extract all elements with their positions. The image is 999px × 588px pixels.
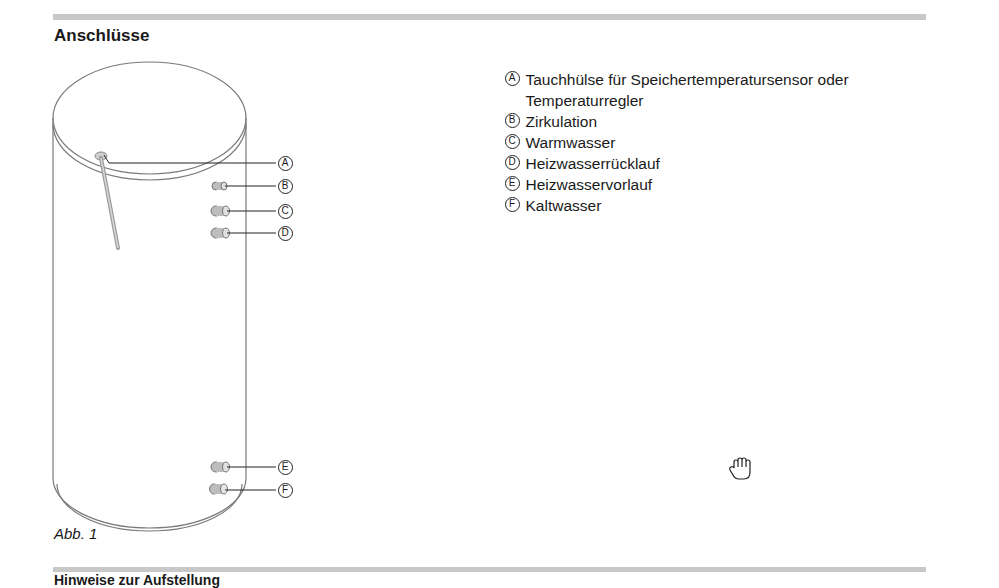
callout-letter-text: F	[282, 485, 288, 495]
legend-description: Heizwasserrücklauf	[526, 153, 906, 174]
callout-letter: FKaltwasser	[505, 197, 520, 212]
section-title: Anschlüsse	[54, 26, 149, 46]
legend-description: Kaltwasser	[526, 195, 906, 216]
callout-letter: A	[278, 156, 293, 171]
callout-letter: C	[278, 204, 293, 219]
tank-outline	[53, 62, 246, 531]
callout-letter-text: E	[282, 462, 289, 472]
leader-lines	[104, 155, 276, 490]
callout-letter: DHeizwasserrücklauf	[505, 155, 520, 170]
sensor-well	[95, 152, 118, 248]
callout-letter-text: E	[509, 178, 516, 188]
legend-description: Heizwasservorlauf	[526, 174, 906, 195]
pipe-stubs	[210, 182, 230, 494]
callout-letter-text: A	[282, 158, 289, 168]
section-bar	[53, 567, 926, 572]
callout-letter-text: D	[508, 157, 515, 167]
callout-letter-text: B	[282, 181, 289, 191]
callout-letter: ATauchhülse für Speichertemperatursensor…	[505, 71, 520, 86]
callout-letter-text: C	[281, 206, 288, 216]
callout-letter-text: D	[281, 228, 288, 238]
callout-letter: CWarmwasser	[505, 134, 520, 149]
callout-letter: E	[278, 460, 293, 475]
callout-letter-text: F	[509, 199, 515, 209]
header-bar	[53, 14, 926, 20]
legend-description: Warmwasser	[526, 132, 906, 153]
callout-letter-text: B	[509, 115, 516, 125]
hand-cursor	[730, 458, 750, 479]
figure-caption: Abb. 1	[54, 525, 97, 542]
callout-letter: F	[278, 483, 293, 498]
callout-letter: D	[278, 226, 293, 241]
callout-letter: BZirkulation	[505, 113, 520, 128]
callout-letter-text: C	[508, 136, 515, 146]
legend-description: Tauchhülse für Speichertemperatursensor …	[526, 69, 906, 111]
section-heading: Hinweise zur Aufstellung	[54, 573, 220, 587]
legend-description: Zirkulation	[526, 111, 906, 132]
callout-letter: EHeizwasservorlauf	[505, 176, 520, 191]
callout-letter: B	[278, 179, 293, 194]
callout-letter-text: A	[509, 73, 516, 83]
